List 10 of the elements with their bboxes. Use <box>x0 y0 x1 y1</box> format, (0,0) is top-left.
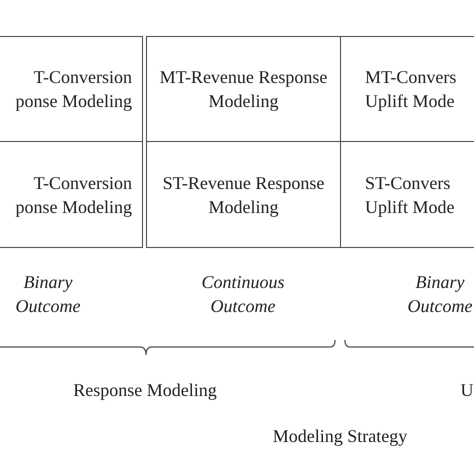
outcome-label: Binary Outcome <box>14 271 82 318</box>
table-cell: ST-Revenue Response Modeling <box>146 141 341 248</box>
table-cell: MT-Revenue Response Modeling <box>146 36 341 142</box>
group-label: Response Modeling <box>72 379 218 402</box>
outcome-label: Continuous Outcome <box>200 271 286 318</box>
table-cell: T-Conversion ponse Modeling <box>0 36 143 142</box>
outcome-label: Binary Outcome <box>406 271 474 318</box>
group-label: U <box>460 379 474 402</box>
axis-title: Modeling Strategy <box>272 425 408 448</box>
table-cell: T-Conversion ponse Modeling <box>0 141 143 248</box>
